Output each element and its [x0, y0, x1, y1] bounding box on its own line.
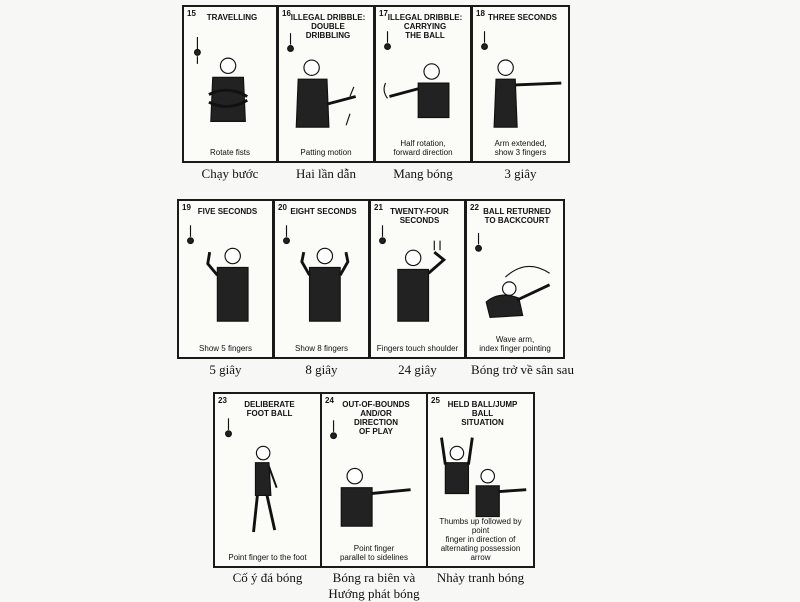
signal-caption: Arm extended, show 3 fingers: [494, 139, 547, 157]
signal-caption: Rotate fists: [209, 148, 250, 157]
signal-panel-21: 21 TWENTY-FOUR SECONDS Fingers touch sho…: [369, 199, 466, 359]
signal-translation-20: 8 giây: [305, 362, 338, 377]
signal-translation-19: 5 giây: [209, 362, 242, 377]
referee-illustration: [330, 420, 411, 527]
signal-panel-20: 20 EIGHT SECONDS Show 8 fingers: [273, 199, 370, 359]
signal-title: FIVE SECONDS: [197, 207, 258, 216]
signal-panel-25: 25 HELD BALL/JUMP BALL SITUATION Thumbs …: [426, 392, 535, 568]
referee-illustration: [440, 437, 527, 518]
signal-translation-22: Bóng trở về sân sau: [471, 362, 574, 377]
signal-caption: Patting motion: [300, 148, 352, 157]
referee-illustration: [379, 225, 447, 322]
signal-translation-25: Nhảy tranh bóng: [436, 570, 525, 585]
signal-translation-21: 24 giây: [398, 362, 437, 377]
referee-illustration: [283, 225, 350, 322]
signal-number: 24: [325, 396, 334, 405]
signal-number: 15: [187, 9, 196, 18]
signal-caption: Half rotation, forward direction: [393, 139, 453, 157]
signal-caption: Point finger parallel to sidelines: [339, 544, 409, 562]
signal-title: EIGHT SECONDS: [290, 207, 357, 216]
signal-title: DELIBERATE FOOT BALL: [244, 400, 295, 418]
signal-number: 23: [218, 396, 227, 405]
referee-illustration: [383, 31, 450, 119]
signal-number: 17: [379, 9, 388, 18]
signal-translation-24: Bóng ra biên và Hướng phát bóng: [328, 570, 420, 601]
signal-panel-16: 16 ILLEGAL DRIBBLE: DOUBLE DRIBBLING Pat…: [277, 5, 375, 163]
referee-illustration: [193, 37, 248, 122]
signal-caption: Show 5 fingers: [199, 344, 252, 353]
signal-panel-24: 24 OUT-OF-BOUNDS AND/OR DIRECTION OF PLA…: [320, 392, 428, 568]
signal-translation-18: 3 giây: [504, 166, 537, 181]
signal-caption: Fingers touch shoulder: [376, 344, 459, 353]
signal-caption: Show 8 fingers: [295, 344, 348, 353]
signal-title: ILLEGAL DRIBBLE: DOUBLE DRIBBLING: [290, 13, 366, 40]
signal-panel-18: 18 THREE SECONDS Arm extended, show 3 fi…: [471, 5, 570, 163]
referee-illustration: [225, 418, 278, 533]
signal-panel-17: 17 ILLEGAL DRIBBLE: CARRYING THE BALL Ha…: [374, 5, 472, 163]
signal-title: TWENTY-FOUR SECONDS: [390, 207, 449, 225]
signal-number: 21: [374, 203, 383, 212]
signal-caption: Wave arm, index finger pointing: [479, 335, 551, 353]
signal-panel-19: 19 FIVE SECONDS Show 5 fingers: [177, 199, 274, 359]
signal-translation-15: Chạy bước: [201, 166, 259, 181]
signal-translation-16: Hai lần dẫn: [296, 166, 356, 181]
signal-number: 16: [282, 9, 291, 18]
signal-number: 22: [470, 203, 479, 212]
signal-panel-22: 22 BALL RETURNED TO BACKCOURT Wave arm, …: [465, 199, 565, 359]
signal-title: HELD BALL/JUMP BALL SITUATION: [447, 400, 518, 427]
signal-panel-23: 23 DELIBERATE FOOT BALL Point finger to …: [213, 392, 322, 568]
referee-illustration: [481, 31, 562, 128]
signal-caption: Thumbs up followed by point finger in di…: [439, 517, 522, 562]
signal-panel-15: 15 TRAVELLING Rotate fists: [182, 5, 278, 163]
signal-number: 19: [182, 203, 191, 212]
signal-number: 20: [278, 203, 287, 212]
referee-illustration: [287, 33, 357, 128]
referee-illustration: [475, 232, 551, 319]
signal-title: TRAVELLING: [206, 13, 258, 22]
signal-number: 18: [476, 9, 485, 18]
signal-title: OUT-OF-BOUNDS AND/OR DIRECTION OF PLAY: [342, 400, 410, 436]
signal-title: ILLEGAL DRIBBLE: CARRYING THE BALL: [387, 13, 463, 40]
signal-translation-17: Mang bóng: [393, 166, 453, 181]
signal-caption: Point finger to the foot: [228, 553, 307, 562]
referee-illustration: [187, 225, 249, 322]
signal-number: 25: [431, 396, 440, 405]
signal-title: BALL RETURNED TO BACKCOURT: [483, 207, 551, 225]
signal-title: THREE SECONDS: [488, 13, 557, 22]
signal-translation-23: Cố ý đá bóng: [232, 570, 303, 585]
